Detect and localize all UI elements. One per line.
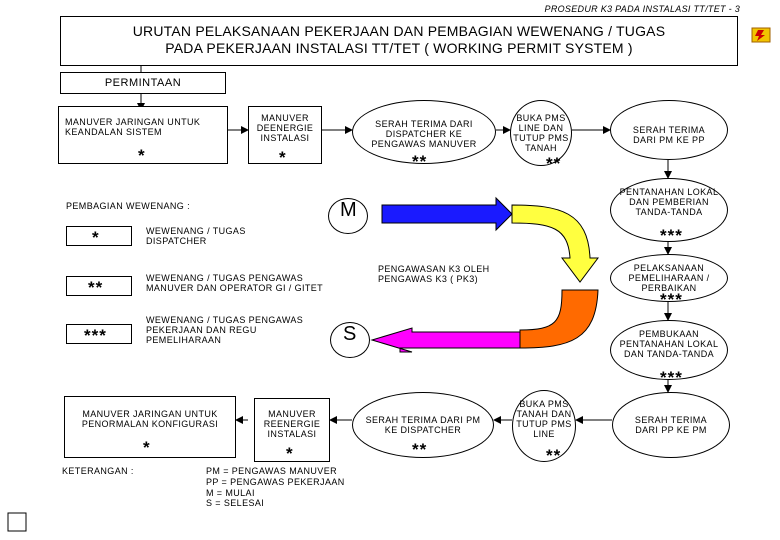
legend-mark-1: * bbox=[92, 228, 100, 247]
yellow-curved-arrow bbox=[511, 204, 599, 283]
pelaksanaan-mark: *** bbox=[660, 290, 683, 309]
title-line-1: URUTAN PELAKSANAAN PEKERJAAN DAN PEMBAGI… bbox=[132, 23, 666, 39]
serah-pp-pm-ellipse: SERAH TERIMA DARI PP KE PM bbox=[612, 392, 730, 458]
legend-box-2 bbox=[66, 276, 132, 296]
pembukaan-ellipse: PEMBUKAAN PENTANAHAN LOKAL DAN TANDA-TAN… bbox=[610, 320, 728, 380]
serah-dispatcher-mark: ** bbox=[412, 152, 428, 171]
legend-box-1 bbox=[66, 226, 132, 246]
buka-pms-tanah-mark: ** bbox=[546, 446, 562, 465]
pelaksanaan-label: PELAKSANAAN PEMELIHARAAN / PERBAIKAN bbox=[628, 263, 710, 293]
keterangan-line-1: PM = PENGAWAS MANUVER bbox=[206, 466, 338, 476]
manuver-reenergie-label: MANUVER REENERGIE INSTALASI bbox=[263, 409, 321, 439]
serah-pm-pp-label: SERAH TERIMA DARI PM KE PP bbox=[632, 125, 706, 145]
pembukaan-mark: *** bbox=[660, 368, 683, 387]
buka-pms-tanah-label: BUKA PMS TANAH DAN TUTUP PMS LINE bbox=[516, 399, 572, 439]
keterangan-label: KETERANGAN : bbox=[62, 466, 134, 476]
pentanahan-label: PENTANAHAN LOKAL DAN PEMBERIAN TANDA-TAN… bbox=[619, 187, 719, 217]
manuver-reenergie-box: MANUVER REENERGIE INSTALASI bbox=[254, 398, 330, 462]
buka-pms-label: BUKA PMS LINE DAN TUTUP PMS TANAH bbox=[513, 113, 569, 153]
title-line-2: PADA PEKERJAAN INSTALASI TT/TET ( WORKIN… bbox=[165, 40, 633, 56]
manuver-keandalan-box: MANUVER JARINGAN UNTUK KEANDALAN SISTEM bbox=[58, 106, 228, 164]
selesai-label: S bbox=[343, 323, 357, 345]
legend-mark-3: *** bbox=[84, 326, 107, 345]
lightning-logo-icon bbox=[751, 27, 771, 43]
keterangan-line-4: S = SELESAI bbox=[206, 498, 265, 508]
legend-box-3 bbox=[66, 324, 132, 344]
manuver-penormalan-mark: * bbox=[143, 438, 151, 457]
pentanahan-ellipse: PENTANAHAN LOKAL DAN PEMBERIAN TANDA-TAN… bbox=[610, 178, 728, 242]
pengawasan-label: PENGAWASAN K3 OLEH PENGAWAS K3 ( PK3) bbox=[378, 264, 490, 284]
mulai-label: M bbox=[340, 199, 358, 221]
magenta-arrow bbox=[370, 327, 521, 353]
serah-dispatcher-label: SERAH TERIMA DARI DISPATCHER KE PENGAWAS… bbox=[371, 119, 477, 149]
corner-box bbox=[7, 512, 27, 532]
serah-pm-dispatcher-label: SERAH TERIMA DARI PM KE DISPATCHER bbox=[365, 415, 481, 435]
selesai-circle: S bbox=[330, 322, 370, 358]
manuver-deenergie-label: MANUVER DEENERGIE INSTALASI bbox=[256, 113, 314, 143]
buka-pms-ellipse: BUKA PMS LINE DAN TUTUP PMS TANAH bbox=[510, 100, 572, 166]
manuver-penormalan-label: MANUVER JARINGAN UNTUK PENORMALAN KONFIG… bbox=[81, 409, 219, 429]
manuver-keandalan-mark: * bbox=[138, 146, 146, 165]
pelaksanaan-ellipse: PELAKSANAAN PEMELIHARAAN / PERBAIKAN bbox=[610, 254, 728, 302]
page-header: PROSEDUR K3 PADA INSTALASI TT/TET - 3 bbox=[544, 4, 740, 14]
pembukaan-label: PEMBUKAAN PENTANAHAN LOKAL DAN TANDA-TAN… bbox=[619, 329, 719, 359]
legend-text-3: WEWENANG / TUGAS PENGAWAS PEKERJAAN DAN … bbox=[146, 315, 304, 345]
pentanahan-mark: *** bbox=[660, 226, 683, 245]
manuver-reenergie-mark: * bbox=[286, 444, 294, 463]
orange-curved-arrow bbox=[519, 289, 599, 349]
permintaan-box: PERMINTAAN bbox=[60, 72, 226, 94]
serah-pm-dispatcher-ellipse: SERAH TERIMA DARI PM KE DISPATCHER bbox=[352, 392, 494, 458]
serah-pp-pm-label: SERAH TERIMA DARI PP KE PM bbox=[634, 415, 708, 435]
buka-pms-tanah-ellipse: BUKA PMS TANAH DAN TUTUP PMS LINE bbox=[512, 390, 576, 462]
blue-arrow bbox=[381, 196, 513, 232]
legend-mark-2: ** bbox=[88, 278, 104, 297]
mulai-circle: M bbox=[328, 198, 368, 234]
serah-pm-pp-ellipse: SERAH TERIMA DARI PM KE PP bbox=[610, 100, 728, 160]
buka-pms-mark: ** bbox=[546, 154, 562, 173]
page-title: URUTAN PELAKSANAAN PEKERJAAN DAN PEMBAGI… bbox=[60, 16, 738, 66]
legend-text-2: WEWENANG / TUGAS PENGAWAS MANUVER DAN OP… bbox=[146, 273, 324, 293]
manuver-keandalan-label: MANUVER JARINGAN UNTUK KEANDALAN SISTEM bbox=[65, 117, 201, 137]
pembagian-title: PEMBAGIAN WEWENANG : bbox=[66, 201, 191, 211]
serah-dispatcher-ellipse: SERAH TERIMA DARI DISPATCHER KE PENGAWAS… bbox=[352, 100, 496, 164]
manuver-deenergie-mark: * bbox=[279, 148, 287, 167]
manuver-deenergie-box: MANUVER DEENERGIE INSTALASI bbox=[248, 106, 322, 164]
legend-text-1: WEWENANG / TUGAS DISPATCHER bbox=[146, 226, 246, 246]
keterangan-line-2: PP = PENGAWAS PEKERJAAN bbox=[206, 477, 345, 487]
manuver-penormalan-box: MANUVER JARINGAN UNTUK PENORMALAN KONFIG… bbox=[64, 396, 236, 458]
keterangan-line-3: M = MULAI bbox=[206, 488, 255, 498]
serah-pm-dispatcher-mark: ** bbox=[412, 440, 428, 459]
